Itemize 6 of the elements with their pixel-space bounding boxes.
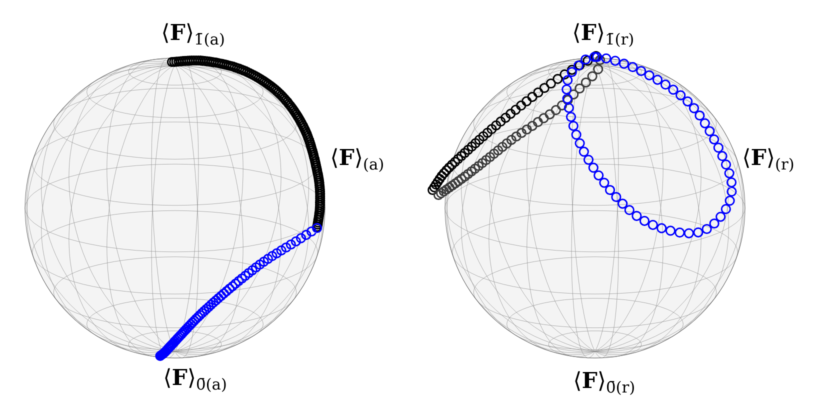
point-label: ⟨F⟩$_{0̄(r)}$ <box>575 371 634 395</box>
point-label: ⟨F⟩$_{1̄(r)}$ <box>574 23 633 47</box>
point-label: ⟨F⟩$_{(r)}$ <box>744 148 794 172</box>
point-label: ⟨F⟩$_{1̄(a)}$ <box>163 23 224 47</box>
point-label: ⟨F⟩$_{(a)}$ <box>332 148 383 172</box>
point-label: ⟨F⟩$_{0̄(a)}$ <box>165 368 226 392</box>
